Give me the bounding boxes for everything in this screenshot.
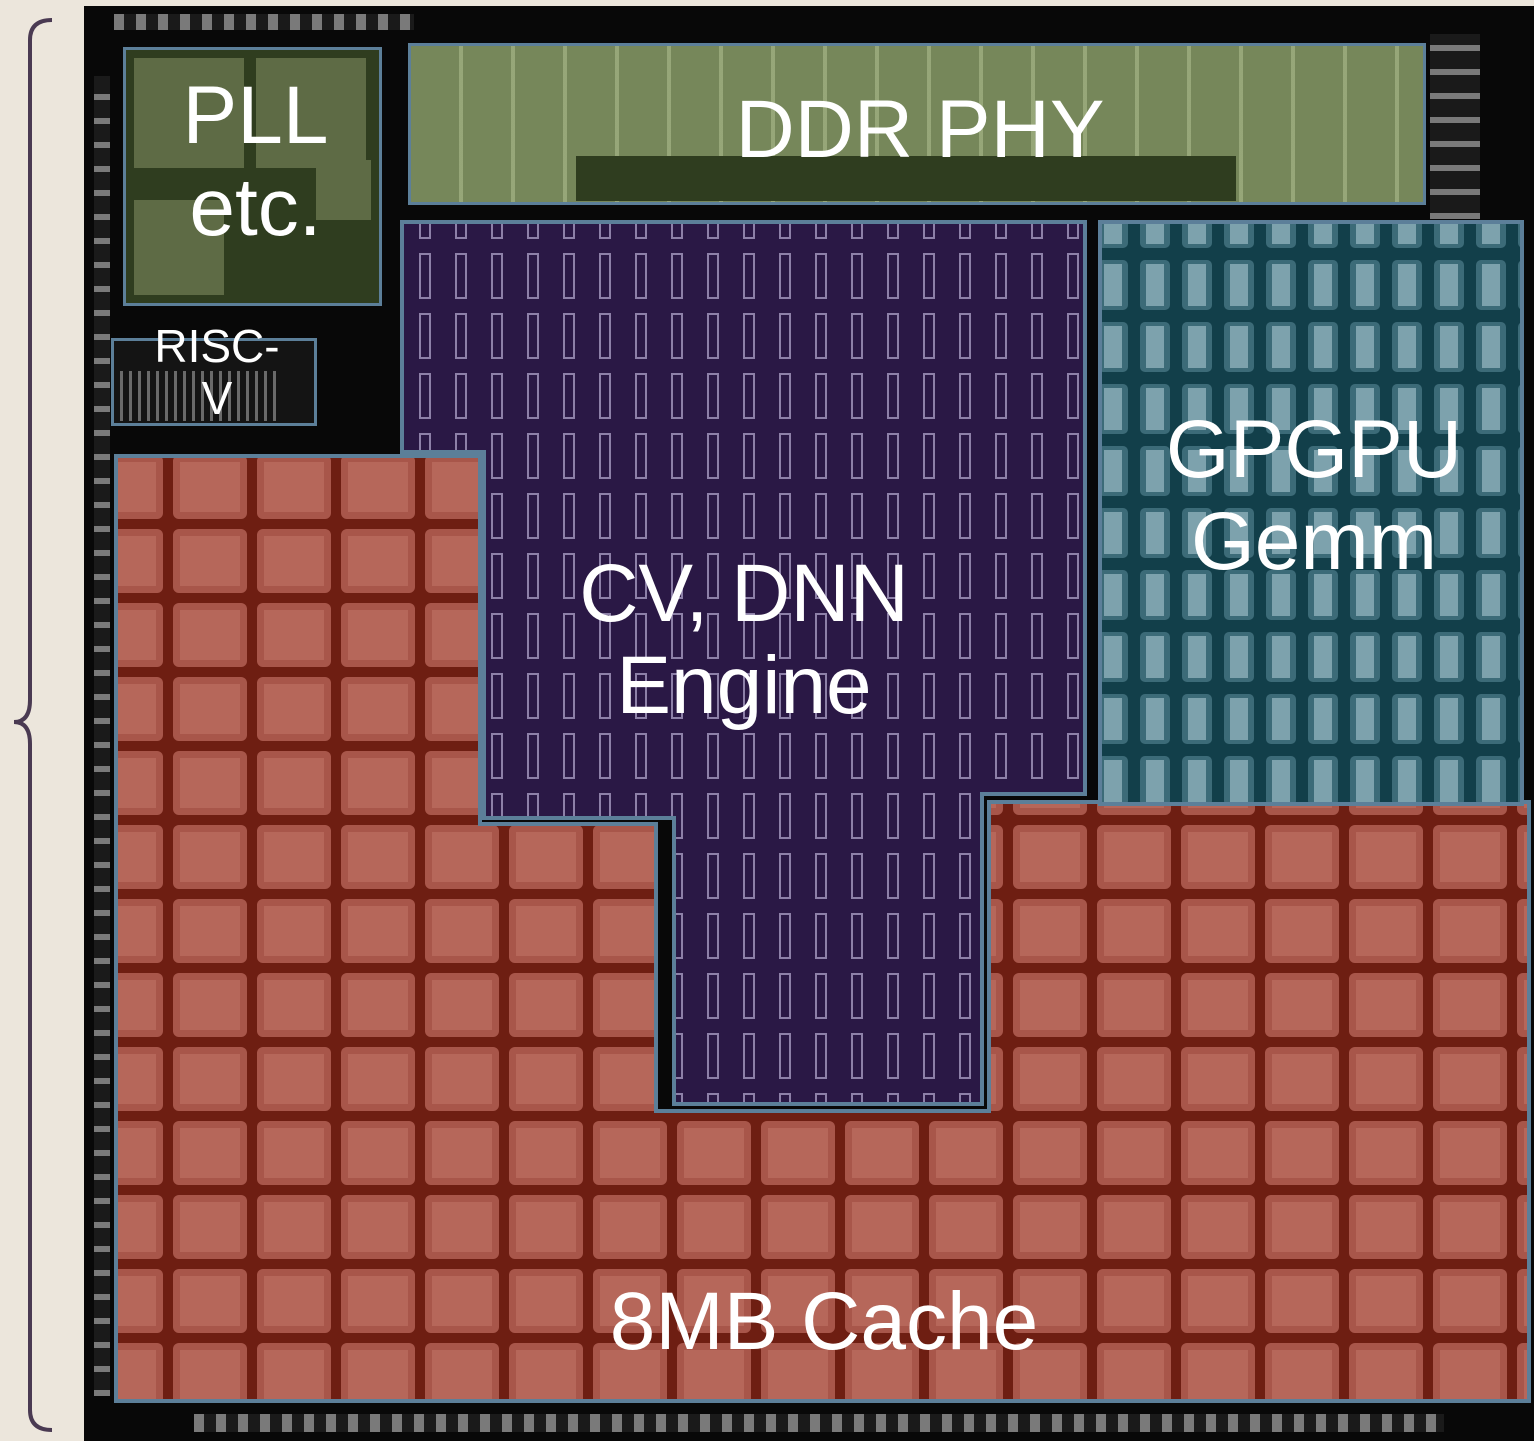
ddr-phy-label: DDR PHY — [735, 84, 1105, 175]
pad-ring-bottom — [194, 1414, 1444, 1432]
pll-block: PLL etc. — [123, 47, 382, 306]
cache-block — [114, 220, 1531, 1403]
pll-label: PLL etc. — [182, 70, 329, 253]
cv-dnn-label: CV, DNN Engine — [579, 548, 909, 731]
left-brace — [13, 18, 53, 1432]
chip-die: PLL etc. DDR PHY RISC- V — [84, 6, 1534, 1441]
cache-label: 8MB Cache — [609, 1276, 1039, 1367]
cv-dnn-block — [400, 220, 1087, 1106]
pad-ring-top — [114, 14, 414, 30]
risc-v-label: RISC- V — [154, 320, 280, 424]
pad-ring-left — [94, 76, 110, 1396]
risc-v-block: RISC- V — [111, 320, 317, 426]
gpgpu-label: GPGPU Gemm — [1165, 404, 1463, 587]
gpgpu-block — [1098, 220, 1524, 806]
ddr-phy-block: DDR PHY — [408, 43, 1426, 205]
pad-ring-right — [1430, 34, 1480, 219]
